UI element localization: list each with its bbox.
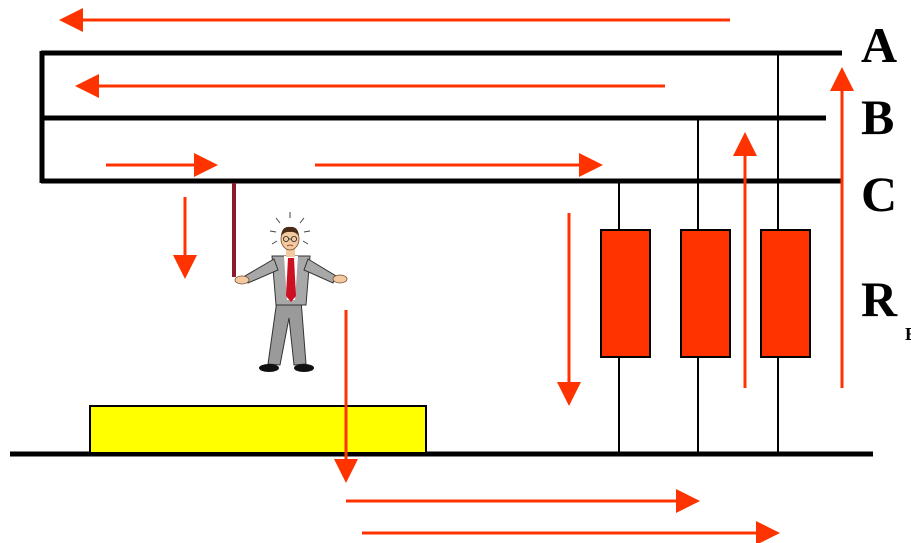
label-c: C: [861, 166, 897, 222]
label-r-subscript: E: [905, 324, 911, 344]
label-b: B: [861, 89, 894, 145]
current-arrows: [59, 8, 854, 543]
label-r: R: [861, 271, 898, 327]
ground-block: [89, 405, 427, 454]
resistors: [600, 229, 811, 358]
resistor-c: [600, 229, 651, 358]
confused-businessman-icon: [234, 212, 348, 372]
resistor-b: [680, 229, 731, 358]
resistor-a: [760, 229, 811, 358]
label-a: A: [861, 17, 897, 73]
